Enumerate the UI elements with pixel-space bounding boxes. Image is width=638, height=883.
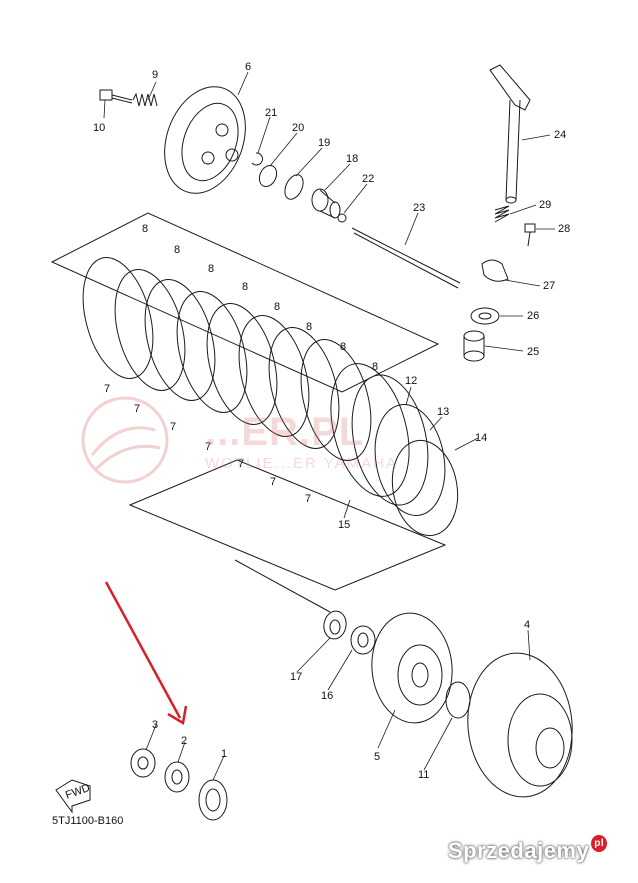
bolt-part-10 (99, 89, 133, 104)
callout-labels: 9 6 10 21 20 19 18 22 23 24 29 28 27 26 … (64, 61, 570, 802)
callout-8g: 8 (340, 341, 346, 353)
logo-badge: pl (591, 835, 608, 852)
fwd-label: FWD (64, 782, 92, 802)
callout-4: 4 (524, 619, 530, 631)
ball-part-22 (337, 213, 347, 223)
callout-25: 25 (527, 346, 539, 358)
clutch-plates-stack (82, 257, 410, 497)
watermark-text-main: ...ER.PL (205, 410, 365, 454)
callout-26: 26 (527, 310, 539, 322)
oil-seal-part-26 (470, 307, 500, 325)
watermark-text-sub: WOTLIE...ER YAMAHA (205, 455, 398, 472)
nut-part-3 (130, 748, 156, 778)
lock-washer-part-16 (350, 625, 376, 655)
clutch-plate-frame (50, 212, 440, 393)
callout-7d: 7 (205, 441, 211, 453)
spring-ring-part-14 (391, 439, 459, 537)
callout-7c: 7 (170, 421, 176, 433)
red-pointer-arrow (104, 581, 188, 726)
spring-part-29 (494, 205, 510, 223)
washer-part-2 (164, 761, 190, 793)
callout-8f: 8 (306, 321, 312, 333)
leader-line (234, 559, 331, 613)
clutch-boss-part-5 (371, 612, 453, 724)
callout-8d: 8 (242, 281, 248, 293)
callout-19: 19 (318, 137, 330, 149)
callout-24: 24 (554, 129, 566, 141)
callout-7a: 7 (104, 383, 110, 395)
callout-27: 27 (543, 280, 555, 292)
pressure-plate-part-6 (164, 86, 246, 194)
friction-plate-frame (128, 459, 447, 591)
callout-15: 15 (338, 519, 350, 531)
callout-11: 11 (418, 769, 429, 781)
callout-17: 17 (290, 671, 302, 683)
push-rod-part-23 (351, 227, 461, 289)
bolt-part-28 (524, 223, 536, 247)
thrust-washer-part-11 (445, 681, 471, 719)
bearing-part-25 (463, 330, 485, 362)
callout-13: 13 (437, 406, 449, 418)
callout-8c: 8 (208, 263, 214, 275)
callout-8b: 8 (174, 244, 180, 256)
clip-part-21 (251, 152, 263, 166)
clutch-housing-part-4 (467, 652, 573, 798)
spring-part-9 (132, 92, 158, 107)
ring-part-12 (351, 374, 429, 506)
callout-6: 6 (245, 61, 251, 73)
fwd-arrow-icon (55, 779, 91, 814)
push-rod-part-18 (311, 188, 341, 219)
callout-7g: 7 (305, 493, 311, 505)
callout-leaders (103, 71, 555, 781)
seat-plate-part-13 (374, 404, 446, 516)
callout-7f: 7 (270, 476, 276, 488)
gear-part-1 (198, 779, 228, 821)
callout-29: 29 (539, 199, 551, 211)
washer-part-20 (258, 164, 278, 188)
callout-2: 2 (181, 735, 187, 747)
callout-23: 23 (413, 202, 425, 214)
diagram-code: 5TJ1100-B160 (52, 815, 124, 827)
bearing-part-19 (284, 174, 304, 200)
callout-8e: 8 (274, 301, 280, 313)
callout-8a: 8 (142, 223, 148, 235)
callout-7b: 7 (134, 403, 140, 415)
callout-16: 16 (321, 690, 333, 702)
logo-text: Sprzedajemy (448, 838, 590, 863)
callout-9: 9 (152, 69, 158, 81)
push-lever-part-24 (489, 64, 531, 204)
callout-8h: 8 (372, 361, 378, 373)
callout-12: 12 (405, 375, 417, 387)
callout-21: 21 (265, 107, 277, 119)
callout-28: 28 (558, 223, 570, 235)
callout-1: 1 (221, 748, 227, 760)
callout-7e: 7 (238, 458, 244, 470)
watermark-logo-icon (81, 396, 169, 484)
callout-22: 22 (362, 173, 374, 185)
callout-3: 3 (152, 719, 158, 731)
nut-part-17 (323, 610, 347, 640)
callout-10: 10 (93, 122, 105, 134)
callout-14: 14 (475, 432, 487, 444)
callout-5: 5 (374, 751, 380, 763)
callout-18: 18 (346, 153, 358, 165)
plate-part-27 (481, 259, 509, 282)
callout-20: 20 (292, 122, 304, 134)
